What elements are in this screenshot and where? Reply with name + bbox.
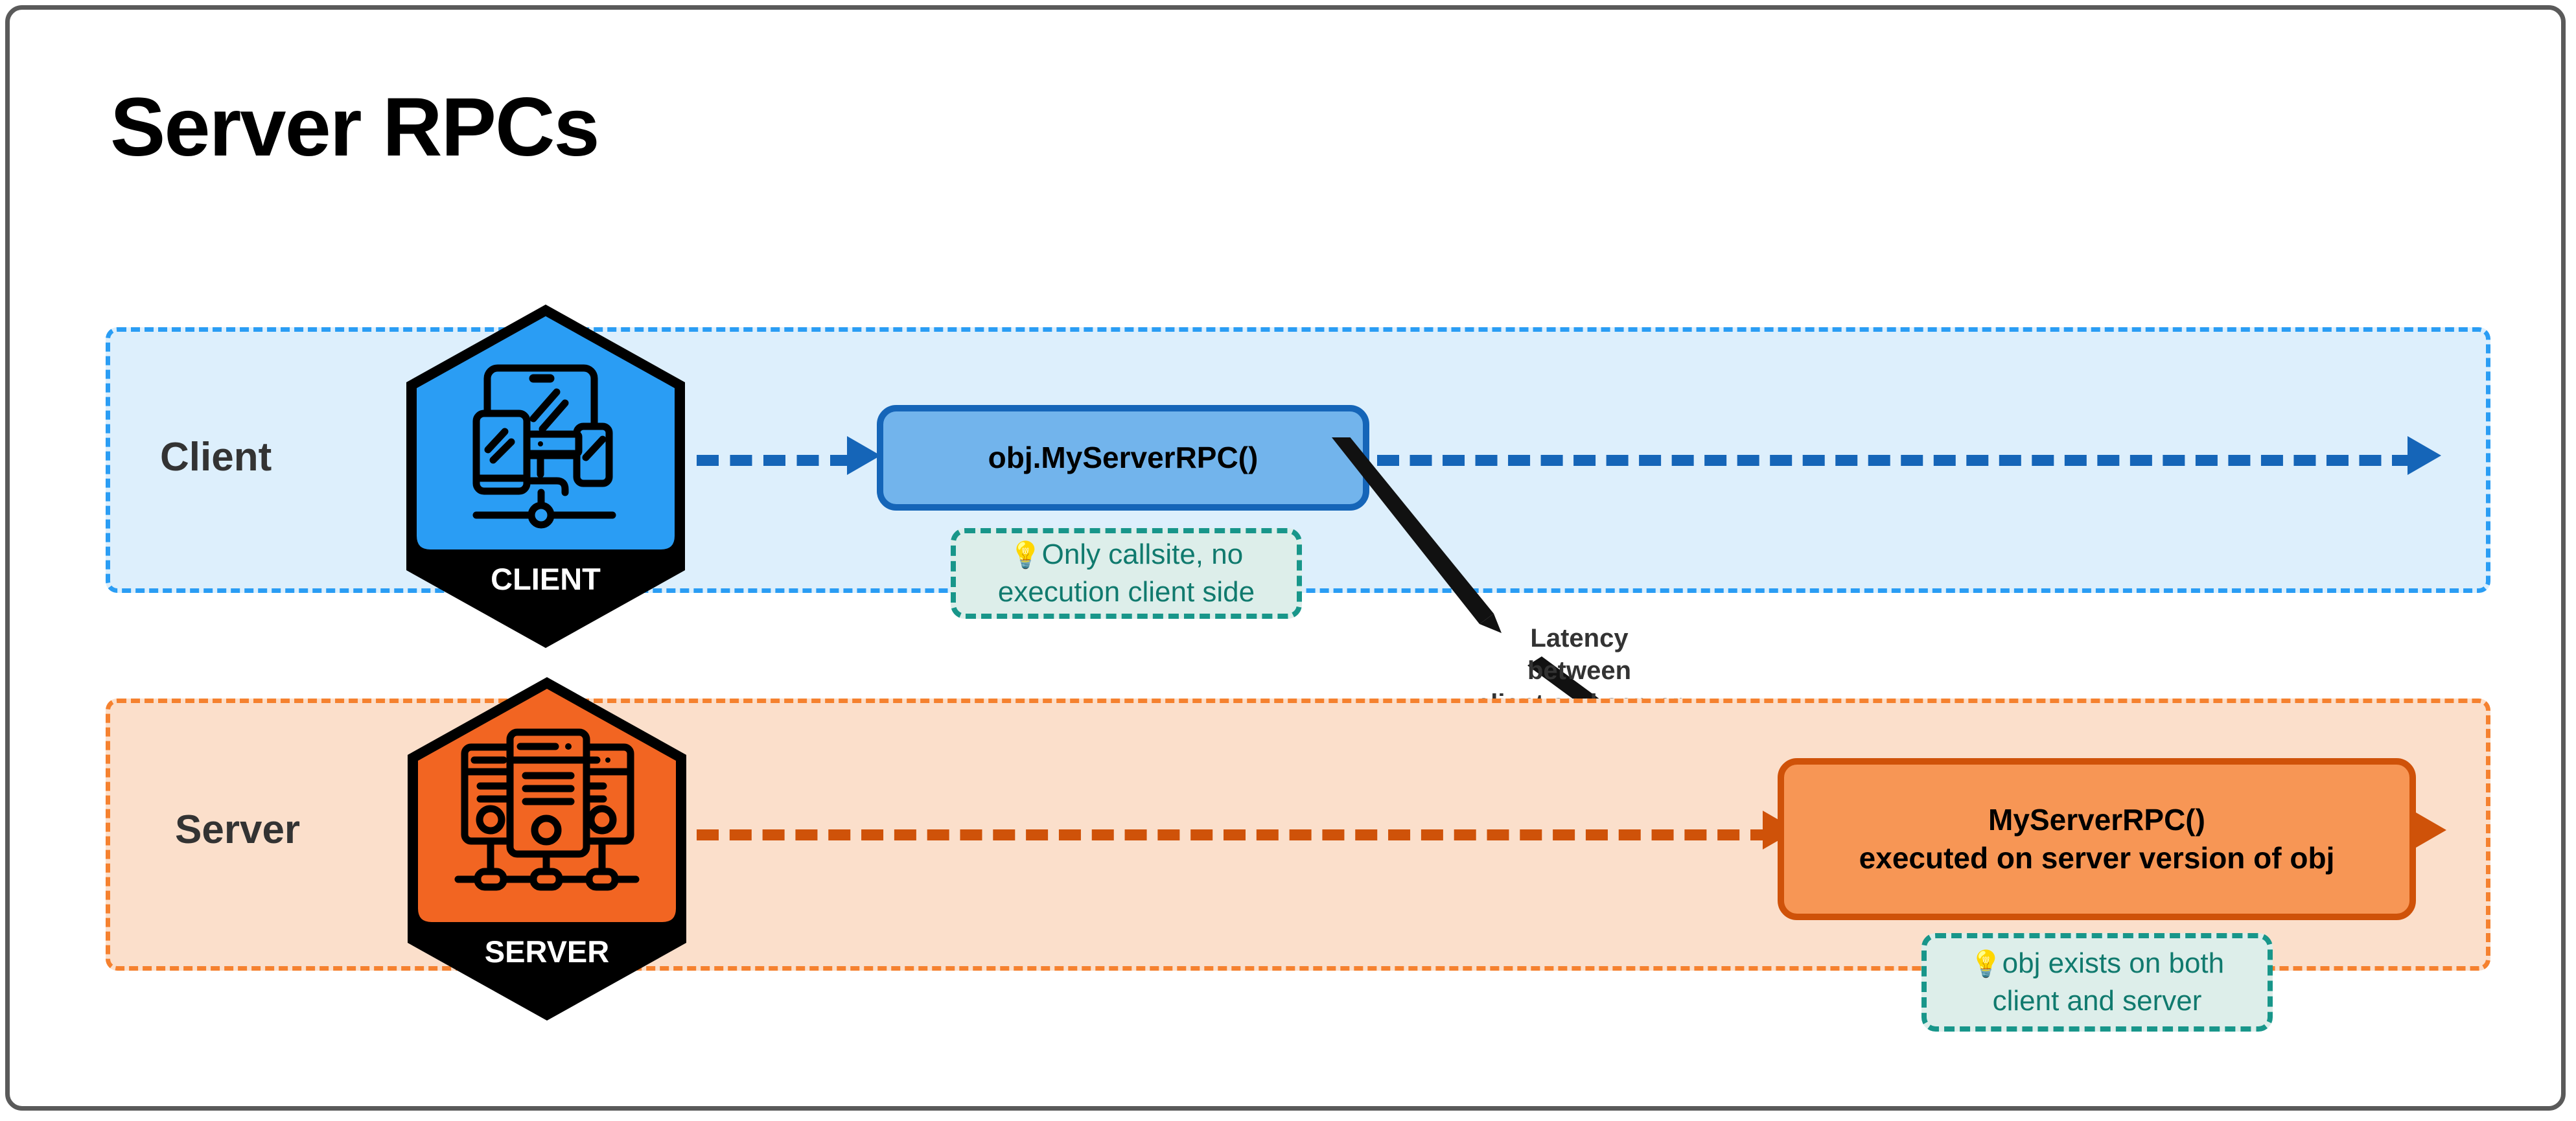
arrowhead-icon-client-2 (2408, 436, 2441, 475)
lane-label-client: Client (160, 435, 272, 480)
note-server: 💡obj exists on both client and server (1921, 933, 2273, 1032)
rpc-exec-box-server[interactable]: MyServerRPC() executed on server version… (1778, 758, 2416, 920)
note-text-server: obj exists on both client and server (1992, 947, 2225, 1017)
server-racks-icon (454, 728, 640, 891)
page-title: Server RPCs (110, 81, 600, 174)
badge-server: SERVER (408, 677, 686, 1021)
rpc-call-label-client: obj.MyServerRPC() (988, 441, 1259, 475)
rpc-exec-label-line2: executed on server version of obj (1859, 841, 2335, 875)
lightbulb-icon: 💡 (1969, 949, 2002, 978)
arrowhead-icon-server-2 (2413, 811, 2446, 849)
timeline-client-segment-2 (1377, 455, 2414, 466)
note-client: 💡Only callsite, no execution client side (951, 528, 1302, 619)
badge-caption-client: CLIENT (491, 562, 601, 596)
latency-line-1: Latency between (1527, 624, 1632, 686)
diagram-frame: Server RPCs Client (5, 5, 2566, 1111)
note-text-client: Only callsite, no execution client side (997, 538, 1255, 608)
client-devices-icon (472, 364, 616, 529)
lightbulb-icon: 💡 (1009, 540, 1042, 570)
timeline-client-segment-1 (697, 455, 852, 466)
badge-caption-server: SERVER (485, 934, 609, 969)
rpc-exec-label-line1: MyServerRPC() (1988, 803, 2205, 837)
lane-label-server: Server (175, 807, 301, 852)
rpc-call-box-client[interactable]: obj.MyServerRPC() (877, 405, 1369, 511)
badge-client: CLIENT (406, 305, 685, 648)
arrowhead-icon-client-1 (847, 436, 881, 475)
timeline-server-segment-1 (697, 829, 1772, 840)
